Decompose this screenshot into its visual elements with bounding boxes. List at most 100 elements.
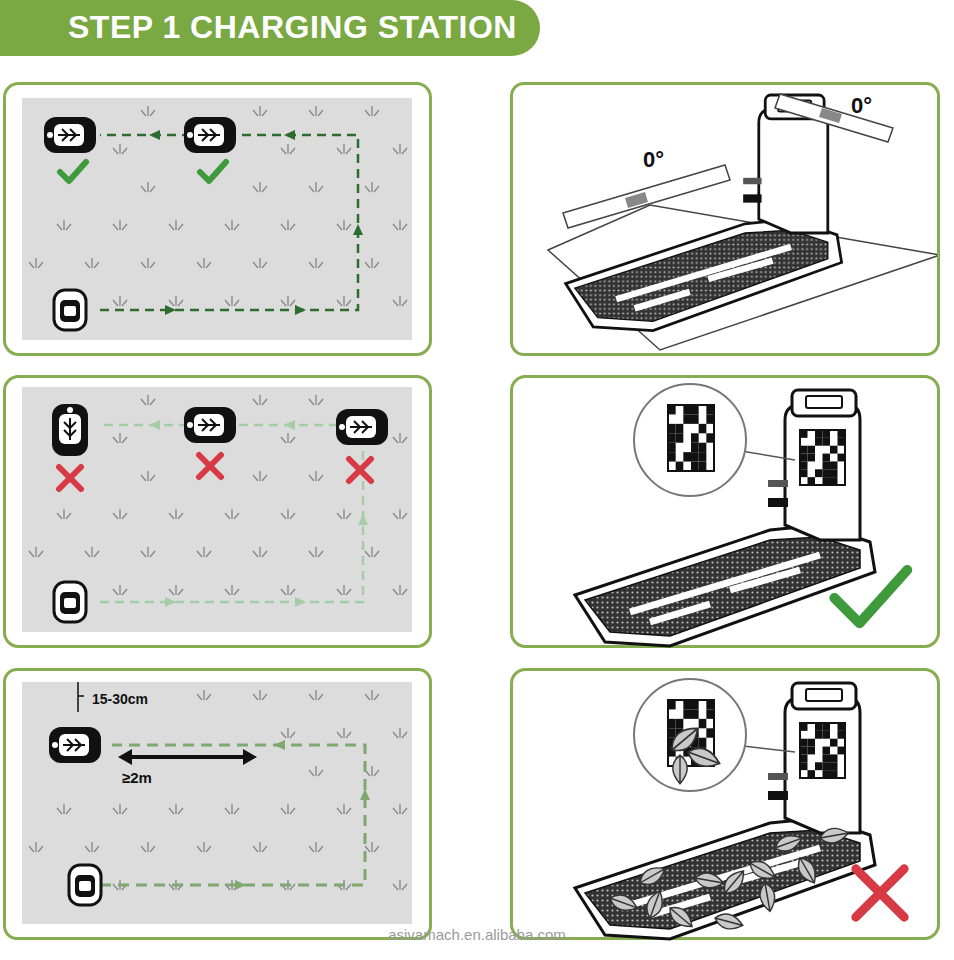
panel-frame bbox=[512, 670, 939, 939]
route-arrow bbox=[295, 305, 306, 315]
dimension-arrow bbox=[130, 755, 243, 759]
grass-tuft bbox=[281, 804, 295, 814]
grass-tuft bbox=[197, 690, 211, 700]
route-arrow bbox=[358, 514, 368, 525]
grass-tuft bbox=[309, 258, 323, 268]
title-band bbox=[0, 0, 540, 56]
watermark: asivamach.en.alibaba.com bbox=[388, 926, 566, 943]
check-mark bbox=[200, 162, 226, 181]
spirit-level bbox=[775, 94, 893, 142]
grass-tuft bbox=[253, 690, 267, 700]
grass-tuft bbox=[281, 433, 295, 443]
cross-mark bbox=[349, 459, 371, 481]
route-arrow bbox=[235, 880, 246, 890]
route-arrow bbox=[165, 597, 176, 607]
robot-mower bbox=[52, 404, 88, 456]
grass-tuft bbox=[365, 690, 379, 700]
grass-tuft bbox=[113, 509, 127, 519]
grass-tuft bbox=[141, 547, 155, 557]
angle-label: 0° bbox=[851, 93, 872, 119]
grass-tuft bbox=[85, 547, 99, 557]
grass-tuft bbox=[113, 144, 127, 154]
spirit-level bbox=[563, 165, 730, 228]
grass-tuft bbox=[337, 585, 351, 595]
panel-frame: 15-30cm≥2m bbox=[3, 668, 432, 940]
grass-tuft bbox=[337, 728, 351, 738]
grass-tuft bbox=[169, 585, 183, 595]
grass-tuft bbox=[169, 220, 183, 230]
lawn bbox=[22, 98, 412, 340]
grass-tuft bbox=[197, 258, 211, 268]
route-arrow bbox=[284, 130, 295, 140]
dimension-arrow bbox=[118, 749, 257, 765]
grass-tuft bbox=[281, 509, 295, 519]
cross-mark bbox=[59, 467, 81, 489]
title: STEP 1 CHARGING STATION bbox=[68, 9, 517, 46]
robot-mower bbox=[336, 409, 388, 445]
grass-tuft bbox=[253, 842, 267, 852]
ground-plane bbox=[548, 205, 940, 350]
grass-tuft bbox=[169, 296, 183, 306]
grass-tuft bbox=[393, 433, 407, 443]
level-bubble bbox=[625, 192, 648, 208]
grass-tuft bbox=[197, 842, 211, 852]
robot-mower bbox=[184, 407, 236, 443]
mower-route bbox=[100, 745, 365, 885]
grass-tuft bbox=[225, 509, 239, 519]
grass-tuft bbox=[253, 182, 267, 192]
panel-ground bbox=[3, 668, 432, 940]
grass-tuft bbox=[253, 258, 267, 268]
robot-mower bbox=[69, 865, 101, 905]
panel-frame: 0°0° bbox=[510, 82, 940, 356]
grass-tuft bbox=[169, 509, 183, 519]
grass-tuft bbox=[281, 296, 295, 306]
grass-tuft bbox=[113, 585, 127, 595]
check-mark bbox=[60, 162, 86, 181]
grass-tuft bbox=[309, 842, 323, 852]
robot-mower bbox=[44, 117, 96, 153]
grass-tuft bbox=[309, 690, 323, 700]
grass-tuft bbox=[113, 433, 127, 443]
grass-tuft bbox=[141, 395, 155, 405]
grass-tuft bbox=[337, 804, 351, 814]
magnifier bbox=[634, 384, 795, 496]
grass-tuft bbox=[365, 258, 379, 268]
check-mark bbox=[834, 570, 907, 623]
grass-tuft bbox=[365, 547, 379, 557]
grass-tuft bbox=[225, 804, 239, 814]
lawn bbox=[22, 682, 412, 924]
grass-tuft bbox=[141, 106, 155, 116]
grass-tuft bbox=[309, 106, 323, 116]
level-bubble bbox=[819, 108, 842, 123]
grass-tuft bbox=[225, 296, 239, 306]
grass-tuft bbox=[281, 144, 295, 154]
panel-frame bbox=[5, 377, 431, 647]
route-arrow bbox=[165, 305, 176, 315]
grass-tuft bbox=[365, 766, 379, 776]
panel-frame bbox=[5, 84, 431, 355]
grass-tuft bbox=[141, 182, 155, 192]
route-arrow bbox=[295, 597, 306, 607]
grass-tuft bbox=[309, 395, 323, 405]
grass-tuft bbox=[29, 842, 43, 852]
grass-tuft bbox=[393, 585, 407, 595]
robot-mower bbox=[54, 290, 86, 330]
magnifier bbox=[634, 679, 795, 791]
grass-tuft bbox=[337, 509, 351, 519]
grass-tuft bbox=[281, 728, 295, 738]
grass-tuft bbox=[337, 296, 351, 306]
route-arrow bbox=[353, 224, 363, 235]
panel-frame bbox=[512, 377, 939, 647]
grass-tuft bbox=[141, 258, 155, 268]
grass-tuft bbox=[57, 509, 71, 519]
route-arrow bbox=[149, 130, 160, 140]
robot-mower bbox=[184, 117, 236, 153]
grass-tuft bbox=[225, 585, 239, 595]
grass-tuft bbox=[337, 144, 351, 154]
grass-tuft bbox=[393, 220, 407, 230]
grass-tuft bbox=[281, 220, 295, 230]
grass-tuft bbox=[393, 296, 407, 306]
grass-tuft bbox=[29, 547, 43, 557]
